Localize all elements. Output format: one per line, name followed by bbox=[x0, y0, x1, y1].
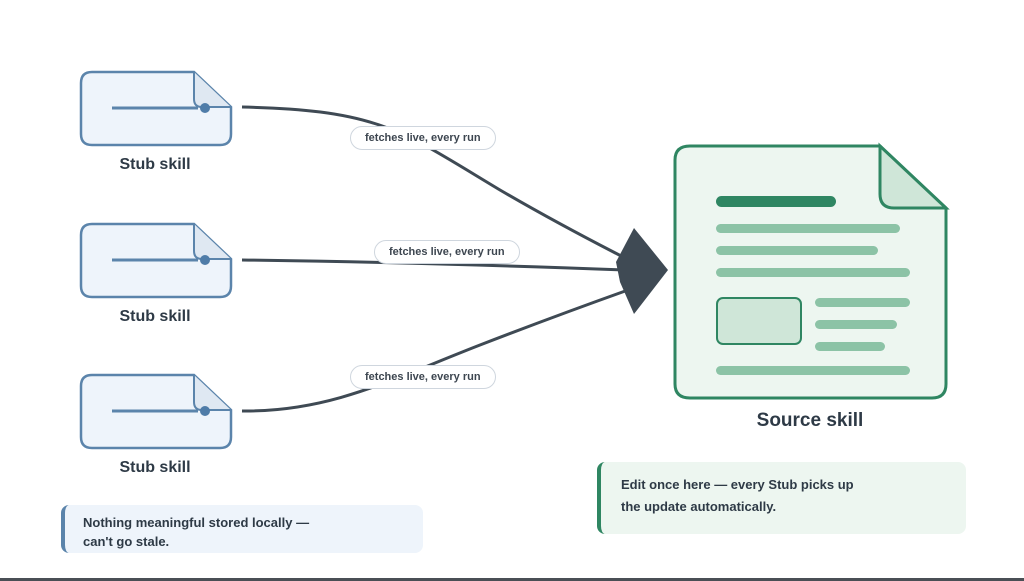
note-text: Edit once here — every Stub picks up bbox=[621, 477, 854, 492]
stub-skill-label: Stub skill bbox=[119, 308, 191, 325]
stub-connector-dot bbox=[200, 103, 210, 113]
stub-skill-card-3 bbox=[79, 373, 233, 450]
stub-skill-card-1 bbox=[79, 70, 233, 147]
note-stub-callout: Nothing meaningful stored locally — can'… bbox=[61, 505, 423, 553]
source-image-block bbox=[716, 297, 802, 345]
stub-connector-dot bbox=[200, 406, 210, 416]
edge-label: fetches live, every run bbox=[374, 240, 520, 264]
note-text: Nothing meaningful stored locally — bbox=[83, 515, 310, 530]
arrowhead bbox=[616, 228, 668, 314]
connector-stub-2 bbox=[241, 258, 626, 272]
stub-connector-dot bbox=[200, 255, 210, 265]
source-skill-label: Source skill bbox=[756, 410, 864, 431]
source-skill-card bbox=[673, 142, 950, 400]
note-text: can't go stale. bbox=[83, 534, 170, 549]
connector-stub-3 bbox=[241, 288, 629, 413]
note-text: the update automatically. bbox=[621, 499, 777, 514]
connector-stub-1 bbox=[241, 105, 626, 260]
stub-skill-card-2 bbox=[79, 222, 233, 299]
note-source-callout: Edit once here — every Stub picks up the… bbox=[597, 462, 966, 534]
bottom-divider bbox=[0, 578, 1024, 581]
edge-label: fetches live, every run bbox=[350, 126, 496, 150]
edge-label: fetches live, every run bbox=[350, 365, 496, 389]
source-title-bar bbox=[716, 196, 836, 207]
stub-skill-label: Stub skill bbox=[119, 459, 191, 476]
stub-skill-label: Stub skill bbox=[119, 156, 191, 173]
